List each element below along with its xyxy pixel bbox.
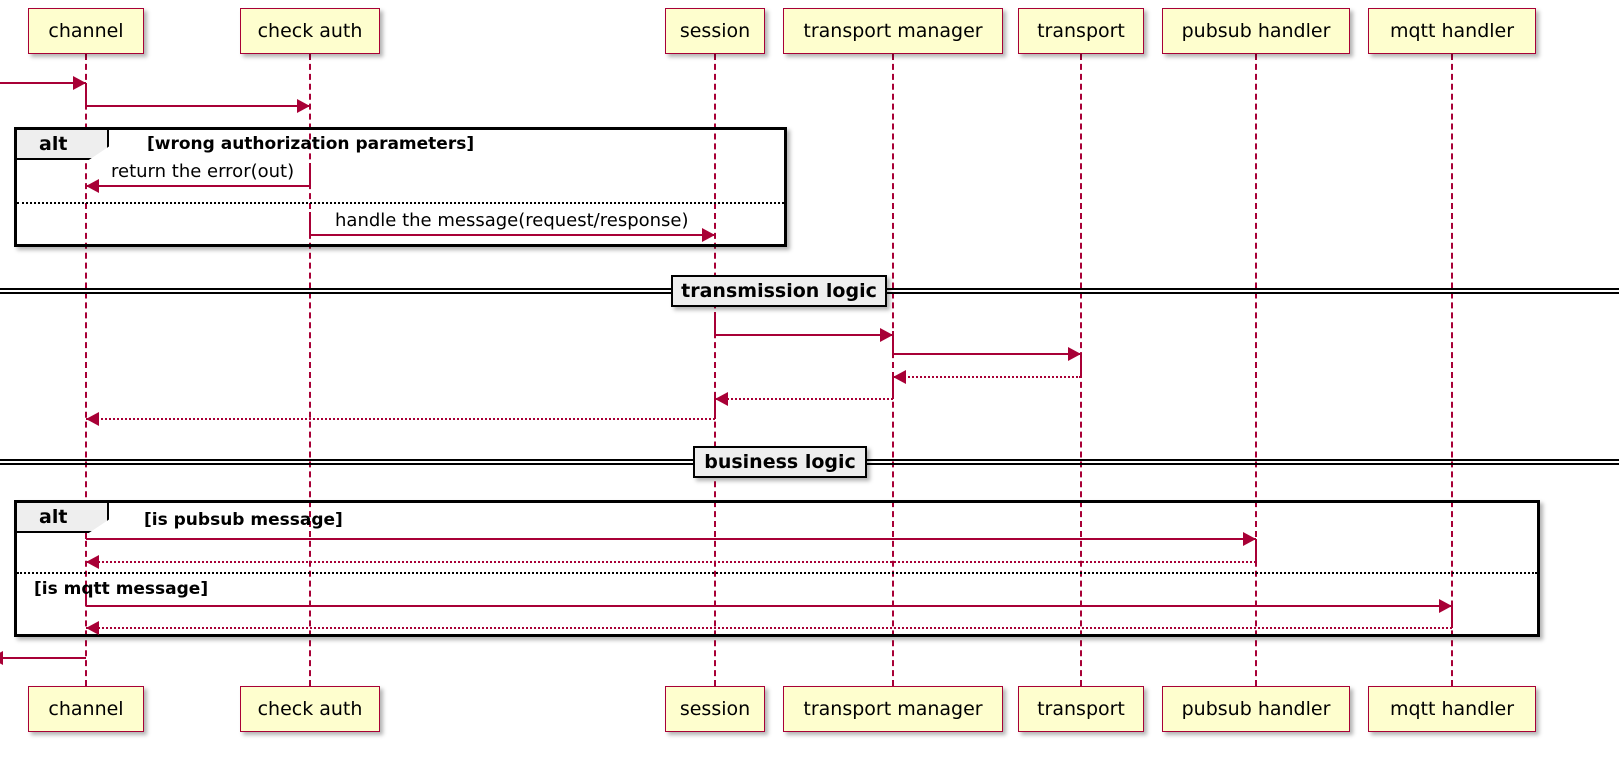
message-line-m13 — [86, 627, 1452, 629]
participant-head-transport-manager[interactable]: transport manager — [783, 8, 1003, 54]
message-stub-m4 — [309, 212, 311, 235]
message-arrowhead-m2 — [297, 99, 310, 113]
divider-label-business-logic: business logic — [693, 446, 867, 478]
fragment-alt-message-type — [14, 500, 1540, 637]
message-line-m7 — [893, 376, 1081, 378]
message-line-m9 — [86, 418, 715, 420]
fragment-guard-alt-auth-0: [wrong authorization parameters] — [147, 134, 475, 154]
participant-foot-channel[interactable]: channel — [28, 686, 144, 732]
message-line-m12 — [86, 605, 1452, 607]
message-arrowhead-m1 — [73, 76, 86, 90]
fragment-alt-auth — [14, 127, 787, 247]
lifeline-mqtt-handler — [1451, 54, 1453, 686]
fragment-tag-alt-message-type: alt — [17, 503, 109, 533]
message-stub-m8 — [892, 376, 894, 399]
message-arrowhead-m11 — [86, 555, 99, 569]
participant-foot-session[interactable]: session — [665, 686, 765, 732]
message-line-m14 — [0, 657, 86, 659]
message-arrowhead-m9 — [86, 412, 99, 426]
message-line-m11 — [86, 561, 1256, 563]
divider-label-transmission-logic: transmission logic — [671, 275, 887, 307]
participant-head-mqtt-handler[interactable]: mqtt handler — [1368, 8, 1536, 54]
message-arrowhead-m7 — [893, 370, 906, 384]
message-line-m2 — [86, 105, 310, 107]
message-arrowhead-m12 — [1439, 599, 1452, 613]
message-stub-m6 — [892, 331, 894, 354]
message-arrowhead-m4 — [702, 228, 715, 242]
message-line-m5 — [715, 334, 893, 336]
participant-head-channel[interactable]: channel — [28, 8, 144, 54]
message-arrowhead-m14 — [0, 651, 3, 665]
participant-foot-mqtt-handler[interactable]: mqtt handler — [1368, 686, 1536, 732]
fragment-tag-alt-auth: alt — [17, 130, 109, 160]
lifeline-pubsub-handler — [1255, 54, 1257, 686]
message-line-m8 — [715, 398, 893, 400]
message-stub-m12 — [85, 583, 87, 606]
participant-head-check-auth[interactable]: check auth — [240, 8, 380, 54]
message-line-m10 — [86, 538, 1256, 540]
fragment-divider-alt-auth-0 — [17, 202, 784, 204]
fragment-guard-alt-message-type-0: [is pubsub message] — [144, 510, 343, 530]
participant-foot-pubsub-handler[interactable]: pubsub handler — [1162, 686, 1350, 732]
lifeline-check-auth — [309, 54, 311, 686]
message-stub-m9 — [714, 396, 716, 419]
message-stub-m7 — [1080, 354, 1082, 377]
message-arrowhead-m13 — [86, 621, 99, 635]
message-stub-m2 — [85, 83, 87, 106]
message-arrowhead-m8 — [715, 392, 728, 406]
message-line-m1 — [0, 82, 86, 84]
message-line-m3 — [86, 185, 310, 187]
participant-head-transport[interactable]: transport — [1018, 8, 1144, 54]
participant-foot-check-auth[interactable]: check auth — [240, 686, 380, 732]
message-arrowhead-m3 — [86, 179, 99, 193]
lifeline-channel — [85, 54, 87, 686]
message-line-m6 — [893, 353, 1081, 355]
participant-foot-transport-manager[interactable]: transport manager — [783, 686, 1003, 732]
message-arrowhead-m10 — [1243, 532, 1256, 546]
fragment-divider-alt-message-type-0 — [17, 572, 1537, 574]
message-stub-m11 — [1255, 539, 1257, 562]
participant-head-session[interactable]: session — [665, 8, 765, 54]
message-label-m3: return the error(out) — [111, 161, 295, 182]
message-arrowhead-m6 — [1068, 347, 1081, 361]
message-stub-m13 — [1451, 605, 1453, 628]
fragment-guard-alt-message-type-1: [is mqtt message] — [34, 579, 209, 599]
message-stub-m3 — [309, 163, 311, 186]
message-label-m4: handle the message(request/response) — [335, 210, 689, 231]
message-stub-m5 — [714, 312, 716, 335]
participant-foot-transport[interactable]: transport — [1018, 686, 1144, 732]
message-line-m4 — [310, 234, 715, 236]
participant-head-pubsub-handler[interactable]: pubsub handler — [1162, 8, 1350, 54]
lifeline-session — [714, 54, 716, 686]
message-arrowhead-m5 — [880, 328, 893, 342]
